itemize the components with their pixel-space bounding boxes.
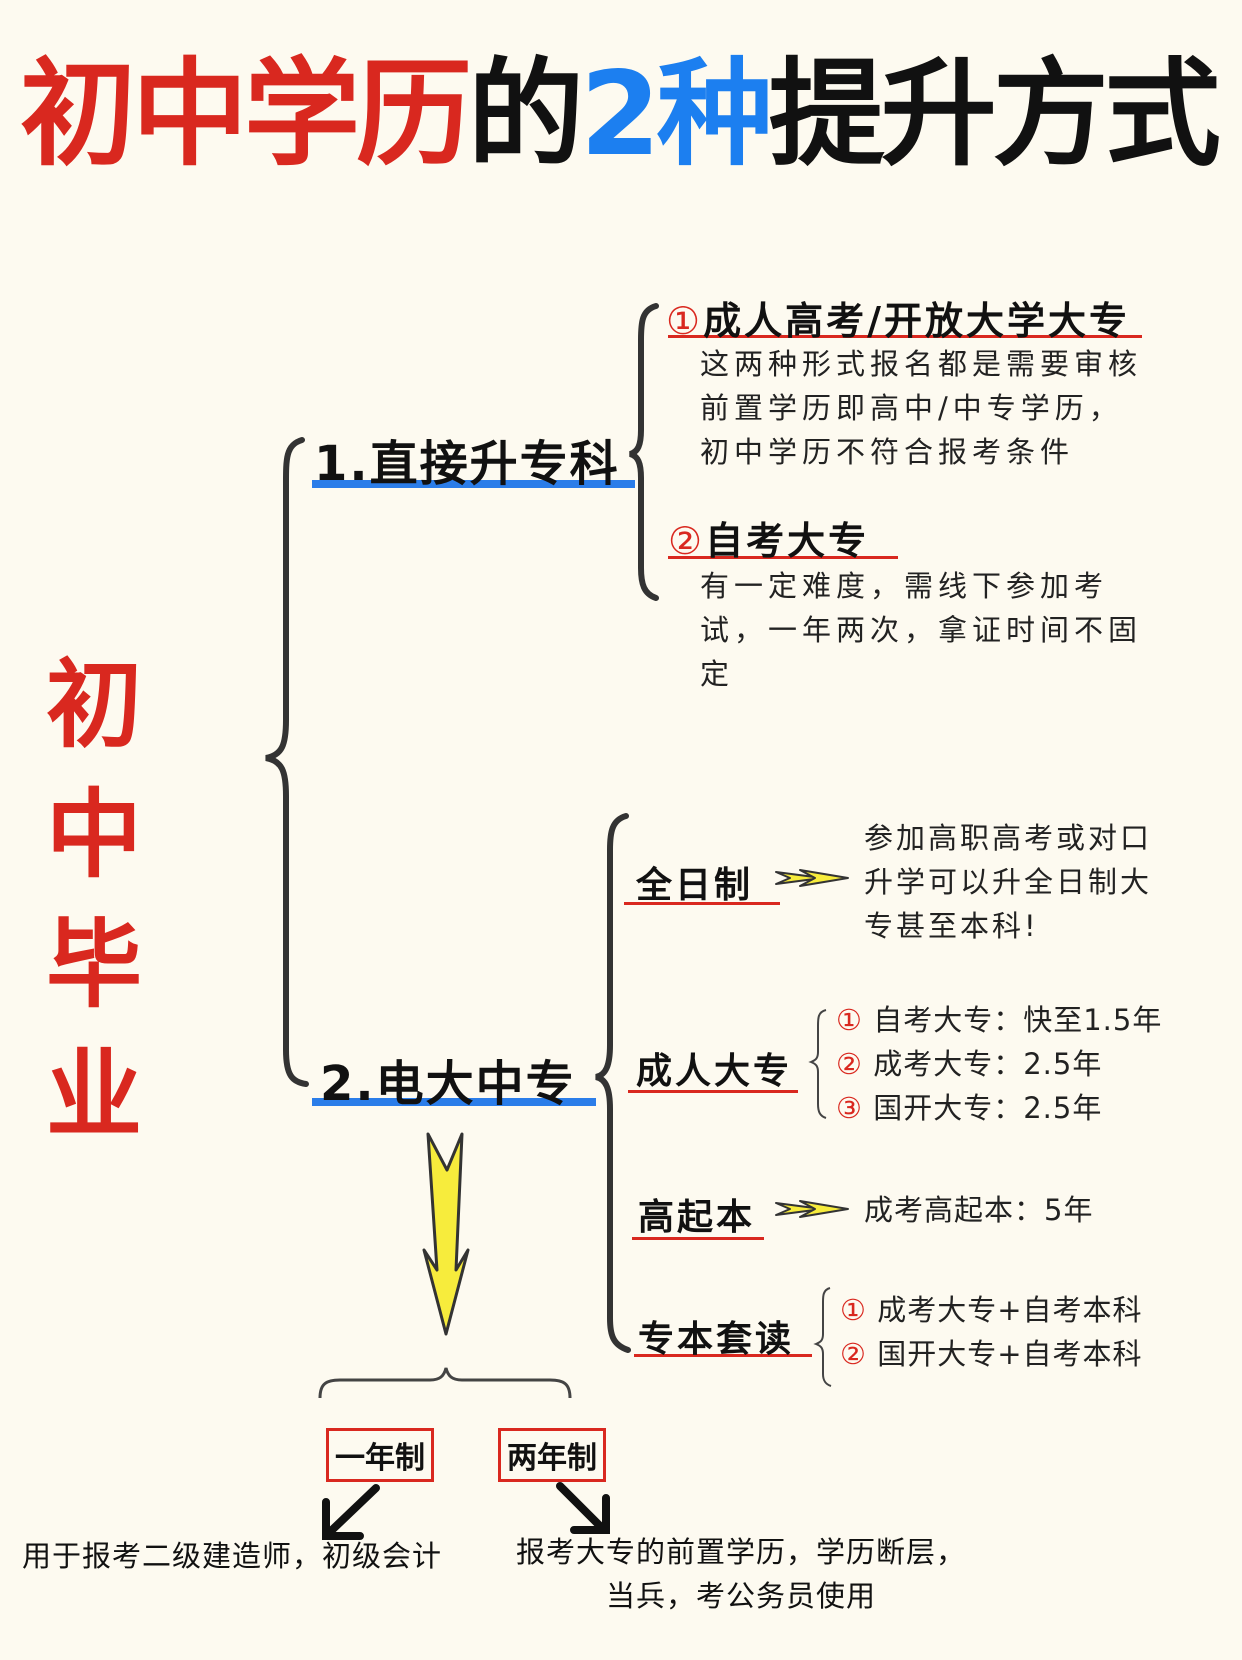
arrow-fulltime (775, 869, 849, 887)
adult-items: ① 自考大专：快至1.5年 ② 成考大专：2.5年 ③ 国开大专：2.5年 (836, 998, 1162, 1130)
combo-item-2-text: 国开大专+自考本科 (877, 1337, 1143, 1371)
adult-label: 成人大专 (636, 1051, 793, 1092)
root-node: 初中 毕业 (46, 640, 236, 1160)
root-line-2: 毕业 (46, 909, 146, 1151)
fulltime-line-1: 参加高职高考或对口 (864, 821, 1153, 855)
title-part-black-2: 提升方式 (768, 47, 1221, 182)
big-down-arrow (422, 1132, 470, 1336)
option2-line-3: 定 (700, 657, 735, 691)
option1-line-3: 初中学历不符合报考条件 (700, 435, 1075, 469)
option1-desc: 这两种形式报名都是需要审核 前置学历即高中/中专学历， 初中学历不符合报考条件 (700, 342, 1180, 474)
fulltime-desc: 参加高职高考或对口 升学可以升全日制大 专甚至本科! (864, 816, 1194, 948)
option1-number: ① (666, 299, 704, 343)
option1-title: ①成人高考/开放大学大专 (666, 290, 1130, 345)
one-year-text: 用于报考二级建造师，初级会计 (22, 1539, 443, 1573)
adult-item-2-text: 成考大专：2.5年 (873, 1047, 1103, 1081)
combo-item-1-text: 成考大专+自考本科 (877, 1293, 1143, 1327)
option2-line-2: 试，一年两次，拿证时间不固 (700, 613, 1143, 647)
two-year-box: 两年制 (498, 1428, 606, 1482)
fulltime-line-3: 专甚至本科! (864, 909, 1039, 943)
fulltime-line-2: 升学可以升全日制大 (864, 865, 1153, 899)
combo-item-2-number: ② (840, 1337, 867, 1371)
combo-label: 专本套读 (638, 1319, 795, 1360)
two-year-line-1: 报考大专的前置学历，学历断层， (515, 1535, 966, 1569)
option2-line-1: 有一定难度，需线下参加考 (700, 569, 1109, 603)
adult-item-2-number: ② (836, 1047, 863, 1081)
fulltime-label: 全日制 (636, 865, 754, 906)
combo-item: ② 国开大专+自考本科 (840, 1332, 1143, 1376)
combo-items: ① 成考大专+自考本科 ② 国开大专+自考本科 (840, 1288, 1143, 1376)
combo-item: ① 成考大专+自考本科 (840, 1288, 1143, 1332)
one-year-box: 一年制 (326, 1428, 434, 1482)
arrow-two-year (556, 1482, 610, 1534)
adult-item-1-text: 自考大专：快至1.5年 (873, 1003, 1163, 1037)
adult-item: ② 成考大专：2.5年 (836, 1042, 1162, 1086)
combo-bracket (813, 1287, 832, 1387)
main-bracket (265, 437, 309, 1087)
option2-title-text: 自考大专 (705, 519, 870, 563)
gqb-text: 成考高起本：5年 (864, 1193, 1094, 1227)
root-line-1: 初中 (46, 649, 146, 891)
title-part-blue: 2种 (580, 47, 773, 182)
two-year-text: 报考大专的前置学历，学历断层， 当兵，考公务员使用 (496, 1530, 986, 1618)
option2-title: ②自考大专 (668, 510, 869, 565)
adult-item: ① 自考大专：快至1.5年 (836, 998, 1162, 1042)
two-year-line-2: 当兵，考公务员使用 (605, 1579, 876, 1613)
branch1-bracket (629, 303, 659, 601)
option1-line-2: 前置学历即高中/中专学历， (700, 391, 1123, 425)
adult-item-1-number: ① (836, 1003, 863, 1037)
arrow-one-year (322, 1484, 380, 1540)
title-part-red: 初中学历 (20, 47, 472, 182)
adult-item: ③ 国开大专：2.5年 (836, 1086, 1162, 1130)
adult-item-3-text: 国开大专：2.5年 (873, 1091, 1103, 1125)
option1-title-text: 成人高考/开放大学大专 (703, 299, 1130, 343)
branch1-label: 1.直接升专科 (314, 436, 620, 492)
option2-number: ② (668, 519, 706, 563)
arrow-gqb (775, 1200, 849, 1218)
option1-line-1: 这两种形式报名都是需要审核 (700, 347, 1143, 381)
branch2-bracket (595, 813, 631, 1353)
bottom-brace (318, 1367, 572, 1399)
adult-bracket (808, 1009, 827, 1119)
combo-item-1-number: ① (840, 1293, 867, 1327)
option2-desc: 有一定难度，需线下参加考 试，一年两次，拿证时间不固 定 (700, 564, 1180, 696)
adult-item-3-number: ③ (836, 1091, 863, 1125)
title-part-black: 的 (468, 47, 584, 182)
page-title: 初中学历的2种提升方式 (20, 40, 1230, 190)
branch2-label: 2.电大中专 (320, 1056, 576, 1112)
gqb-label: 高起本 (638, 1197, 756, 1238)
